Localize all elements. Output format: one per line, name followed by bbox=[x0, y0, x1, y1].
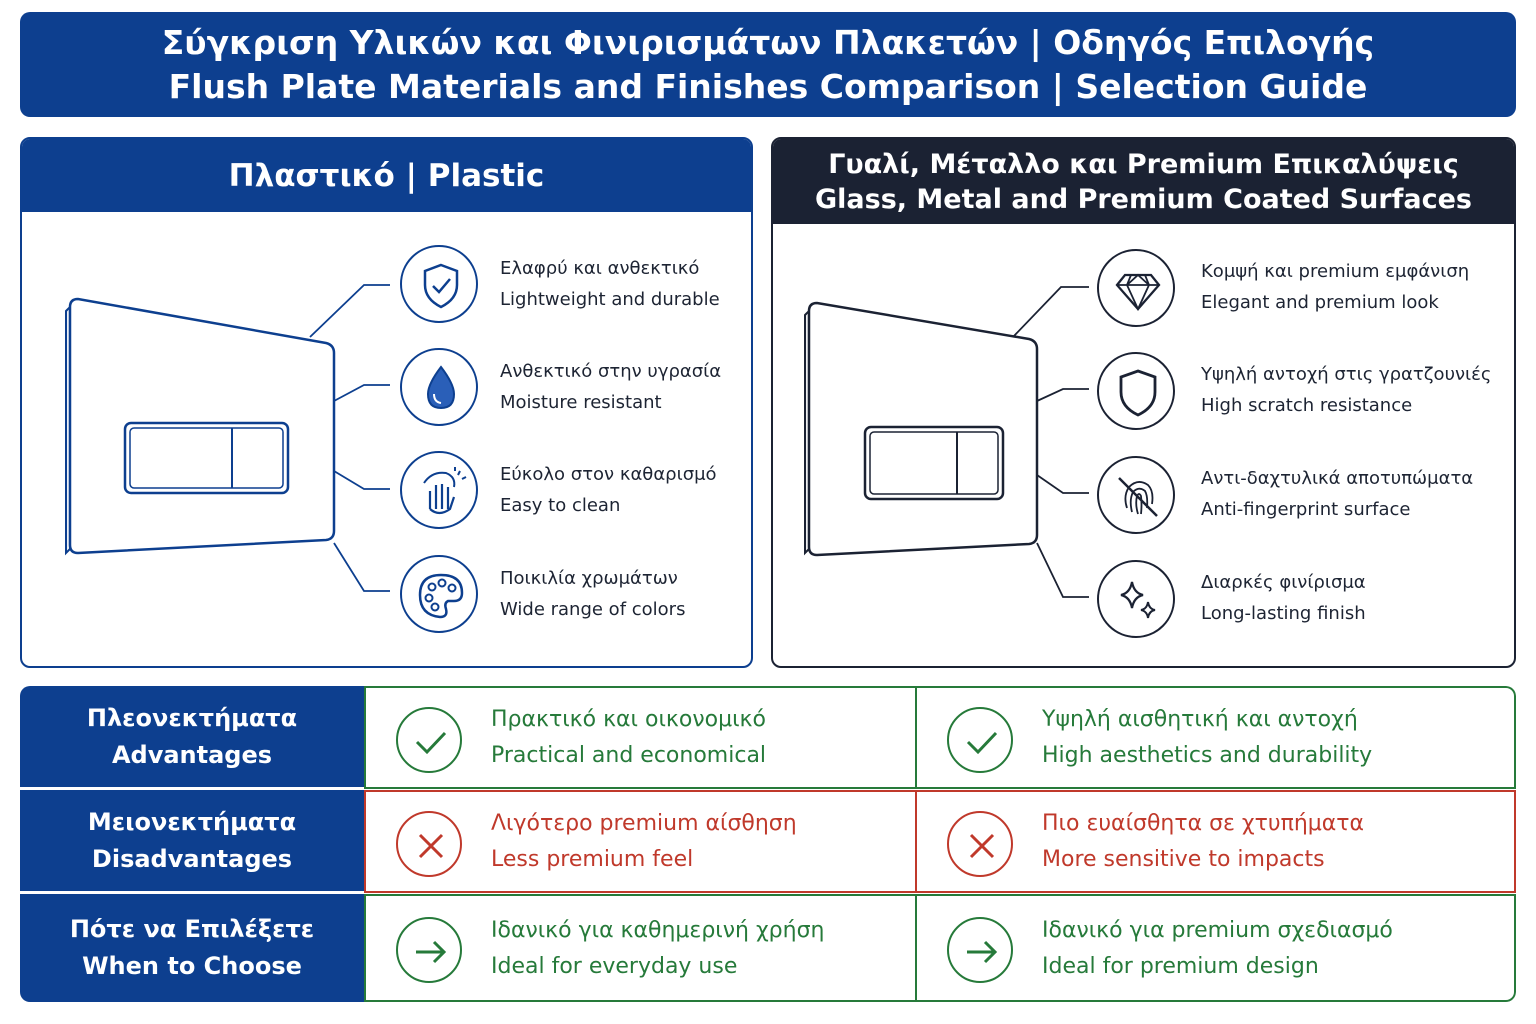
plastic-feature-1: Ελαφρύ και ανθεκτικό Lightweight and dur… bbox=[500, 258, 720, 310]
plastic-panel-header: Πλαστικό | Plastic bbox=[22, 139, 751, 212]
no-fingerprint-icon bbox=[1097, 456, 1175, 534]
plastic-feature-3: Εύκολο στον καθαρισμό Easy to clean bbox=[500, 464, 717, 516]
premium-disadvantage-cell: Πιο ευαίσθητα σε χτυπήματα More sensitiv… bbox=[915, 790, 1516, 893]
shield-icon bbox=[1097, 352, 1175, 430]
x-mark-icon bbox=[947, 811, 1013, 877]
premium-advantage-cell: Υψηλή αισθητική και αντοχή High aestheti… bbox=[915, 686, 1516, 789]
comparison-table: Πλεονεκτήματα Advantages Πρακτικό και οι… bbox=[20, 686, 1516, 1002]
advantages-row: Πλεονεκτήματα Advantages Πρακτικό και οι… bbox=[20, 686, 1516, 789]
sparkle-icon bbox=[1097, 560, 1175, 638]
x-mark-icon bbox=[396, 811, 462, 877]
premium-header-greek: Γυαλί, Μέταλλο και Premium Επικαλύψεις bbox=[828, 148, 1459, 180]
disadvantages-row: Μειονεκτήματα Disadvantages Λιγότερο pre… bbox=[20, 790, 1516, 893]
title-greek: Σύγκριση Υλικών και Φινιρισμάτων Πλακετώ… bbox=[161, 22, 1375, 62]
arrow-right-icon bbox=[947, 917, 1013, 983]
premium-feature-1: Κομψή και premium εμφάνιση Elegant and p… bbox=[1201, 261, 1470, 313]
premium-feature-3: Αντι-δαχτυλικά αποτυπώματα Anti-fingerpr… bbox=[1201, 468, 1474, 520]
premium-panel: Γυαλί, Μέταλλο και Premium Επικαλύψεις G… bbox=[771, 137, 1516, 668]
plastic-disadvantage-cell: Λιγότερο premium αίσθηση Less premium fe… bbox=[364, 790, 915, 893]
advantages-row-label: Πλεονεκτήματα Advantages bbox=[20, 686, 364, 789]
color-palette-icon bbox=[400, 555, 478, 633]
premium-header-english: Glass, Metal and Premium Coated Surfaces bbox=[815, 183, 1472, 215]
plastic-panel: Πλαστικό | Plastic Ελαφρύ και ανθεκτικό … bbox=[20, 137, 753, 668]
plastic-header-label: Πλαστικό | Plastic bbox=[228, 157, 545, 194]
arrow-right-icon bbox=[396, 917, 462, 983]
title-english: Flush Plate Materials and Finishes Compa… bbox=[168, 66, 1368, 106]
premium-panel-header: Γυαλί, Μέταλλο και Premium Επικαλύψεις G… bbox=[773, 139, 1514, 224]
premium-feature-4: Διαρκές φινίρισμα Long-lasting finish bbox=[1201, 572, 1366, 624]
disadvantages-row-label: Μειονεκτήματα Disadvantages bbox=[20, 790, 364, 893]
checkmark-icon bbox=[396, 707, 462, 773]
plastic-advantage-cell: Πρακτικό και οικονομικό Practical and ec… bbox=[364, 686, 915, 789]
page-title: Σύγκριση Υλικών και Φινιρισμάτων Πλακετώ… bbox=[20, 12, 1516, 117]
when-to-choose-row-label: Πότε να Επιλέξετε When to Choose bbox=[20, 894, 364, 1002]
plastic-flush-plate-illustration bbox=[65, 284, 390, 592]
water-drop-icon bbox=[400, 348, 478, 426]
checkmark-icon bbox=[947, 707, 1013, 773]
shield-check-icon bbox=[400, 245, 478, 323]
premium-feature-2: Υψηλή αντοχή στις γρατζουνιές High scrat… bbox=[1201, 364, 1492, 416]
plastic-when-to-choose-cell: Ιδανικό για καθημερινή χρήση Ideal for e… bbox=[364, 894, 915, 1002]
plastic-feature-4: Ποικιλία χρωμάτων Wide range of colors bbox=[500, 568, 686, 620]
hand-cleaning-icon bbox=[400, 451, 478, 529]
premium-when-to-choose-cell: Ιδανικό για premium σχεδιασμό Ideal for … bbox=[915, 894, 1516, 1002]
when-to-choose-row: Πότε να Επιλέξετε When to Choose Ιδανικό… bbox=[20, 894, 1516, 1002]
premium-flush-plate-illustration bbox=[804, 286, 1089, 598]
diamond-icon bbox=[1097, 249, 1175, 327]
plastic-feature-2: Ανθεκτικό στην υγρασία Moisture resistan… bbox=[500, 361, 722, 413]
